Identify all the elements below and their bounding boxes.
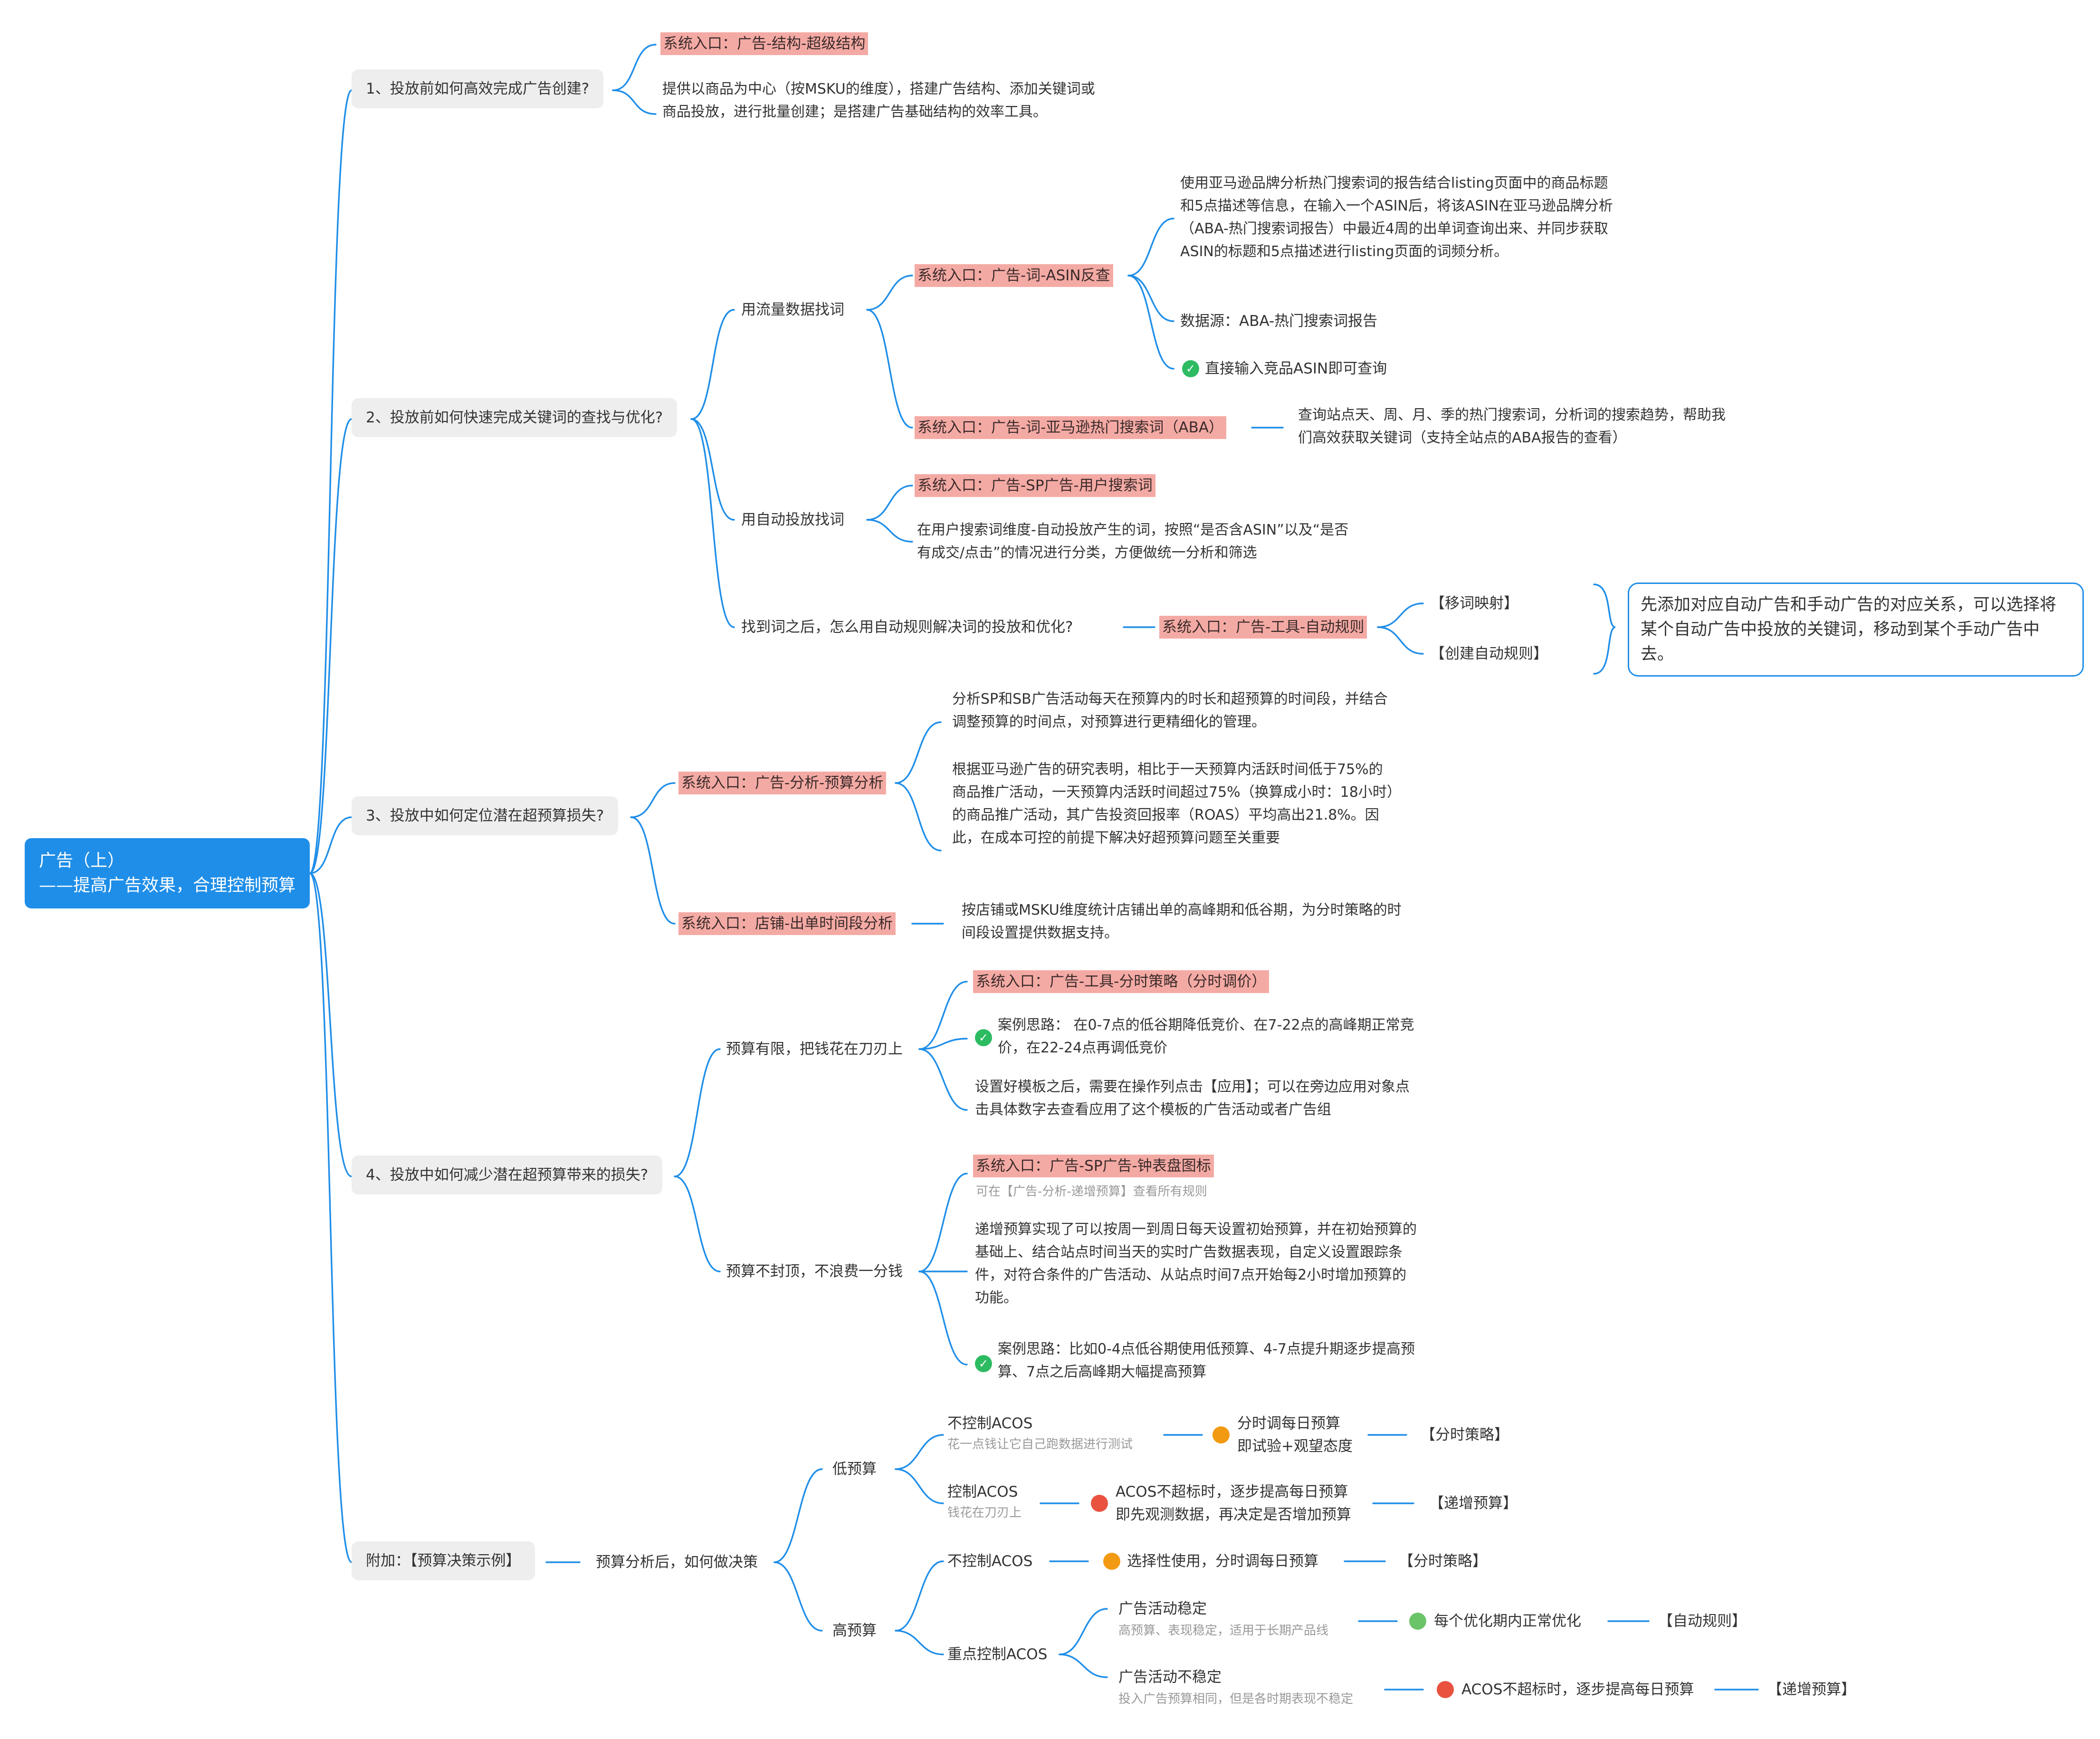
desc-budget-analysis-1: 分析SP和SB广告活动每天在预算内的时长和超预算的时间段，并结合调整预算的时间点… bbox=[952, 691, 1388, 730]
topic-unlimited-budget[interactable]: 预算不封顶，不浪费一分钱 bbox=[726, 1263, 903, 1280]
low-acos-action-2: 即先观测数据，再决定是否增加预算 bbox=[1116, 1506, 1351, 1523]
low-no-acos-note: 花一点钱让它自己跑数据进行测试 bbox=[947, 1437, 1133, 1452]
desc-search-terms: 在用户搜索词维度-自动投放产生的词，按照“是否含ASIN”以及“是否有成交/点击… bbox=[917, 522, 1349, 561]
entry-search-terms[interactable]: 系统入口：广告-SP广告-用户搜索词 bbox=[915, 474, 1155, 497]
low-acos-note: 钱花在刀刃上 bbox=[947, 1506, 1022, 1520]
low-acos-control[interactable]: 控制ACOS bbox=[947, 1483, 1018, 1500]
campaign-stable[interactable]: 广告活动稳定 bbox=[1118, 1600, 1207, 1617]
topic-over-budget[interactable]: 3、投放中如何定位潜在超预算损失? bbox=[352, 796, 619, 835]
data-source-aba: 数据源：ABA-热门搜索词报告 bbox=[1180, 313, 1378, 330]
root-topic[interactable]: 广告（上） ——提高广告效果，合理控制预算 bbox=[25, 838, 310, 908]
tag-time-strategy-2[interactable]: 【分时策略】 bbox=[1399, 1553, 1487, 1570]
orange-dot-icon bbox=[1212, 1426, 1230, 1443]
tag-incremental-budget[interactable]: 【递增预算】 bbox=[1429, 1495, 1518, 1512]
entry-budget-analysis[interactable]: 系统入口：广告-分析-预算分析 bbox=[678, 772, 887, 794]
note-incremental-rules: 可在【广告-分析-递增预算】查看所有规则 bbox=[976, 1185, 1207, 1199]
entry-clock-icon[interactable]: 系统入口：广告-SP广告-钟表盘图标 bbox=[973, 1155, 1214, 1177]
desc-incremental-budget: 递增预算实现了可以按周一到周日每天设置初始预算，并在初始预算的基础上、结合站点时… bbox=[975, 1221, 1417, 1306]
desc-budget-analysis-2: 根据亚马逊广告的研究表明，相比于一天预算内活跃时间低于75%的商品推广活动，一天… bbox=[952, 761, 1394, 846]
desc-order-time: 按店铺或MSKU维度统计店铺出单的高峰期和低谷期，为分时策略的时间段设置提供数据… bbox=[962, 902, 1402, 941]
red-dot-icon bbox=[1437, 1681, 1454, 1698]
campaign-unstable[interactable]: 广告活动不稳定 bbox=[1118, 1669, 1222, 1686]
entry-aba-keywords[interactable]: 系统入口：广告-词-亚马逊热门搜索词（ABA） bbox=[915, 416, 1227, 439]
low-no-acos-action-2: 即试验+观望态度 bbox=[1237, 1438, 1353, 1455]
rule-create-auto[interactable]: 【创建自动规则】 bbox=[1430, 645, 1548, 662]
case-incremental-budget: 案例思路：比如0-4点低谷期使用低预算、4-7点提升期逐步提高预算、7点之后高峰… bbox=[998, 1341, 1415, 1380]
campaign-stable-note: 高预算、表现稳定，适用于长期产品线 bbox=[1118, 1624, 1329, 1638]
desc-asin-reverse: 使用亚马逊品牌分析热门搜索词的报告结合listing页面中的商品标题和5点描述等… bbox=[1180, 175, 1613, 260]
high-no-acos-control[interactable]: 不控制ACOS bbox=[947, 1553, 1033, 1570]
topic-low-budget[interactable]: 低预算 bbox=[832, 1461, 877, 1478]
callout-move-keywords: 先添加对应自动广告和手动广告的对应关系，可以选择将某个自动广告中投放的关键词，移… bbox=[1628, 583, 2084, 677]
orange-dot-icon bbox=[1103, 1553, 1120, 1570]
low-no-acos-action-1: 分时调每日预算 bbox=[1237, 1415, 1340, 1432]
desc-aba-keywords: 查询站点天、周、月、季的热门搜索词，分析词的搜索趋势，帮助我们高效获取关键词（支… bbox=[1298, 407, 1726, 446]
entry-super-structure[interactable]: 系统入口：广告-结构-超级结构 bbox=[660, 32, 869, 55]
tag-time-strategy[interactable]: 【分时策略】 bbox=[1421, 1426, 1509, 1443]
campaign-unstable-note: 投入广告预算相同，但是各时期表现不稳定 bbox=[1118, 1692, 1354, 1706]
green-dot-icon bbox=[1409, 1613, 1426, 1630]
root-subtitle: ——提高广告效果，合理控制预算 bbox=[39, 876, 296, 895]
high-no-acos-action: 选择性使用，分时调每日预算 bbox=[1127, 1553, 1318, 1570]
check-icon: ✓ bbox=[975, 1029, 992, 1046]
topic-reduce-loss[interactable]: 4、投放中如何减少潜在超预算带来的损失? bbox=[352, 1156, 663, 1194]
low-no-acos-control[interactable]: 不控制ACOS bbox=[947, 1415, 1033, 1432]
entry-time-strategy[interactable]: 系统入口：广告-工具-分时策略（分时调价） bbox=[973, 970, 1270, 993]
topic-budget-decision[interactable]: 附加：【预算决策示例】 bbox=[352, 1541, 535, 1580]
desc-time-strategy: 设置好模板之后，需要在操作列点击【应用】；可以在旁边应用对象点击具体数字去查看应… bbox=[975, 1079, 1410, 1118]
desc-super-structure: 提供以商品为中心（按MSKU的维度），搭建广告结构、添加关键词或商品投放，进行批… bbox=[662, 81, 1095, 120]
topic-traffic-keywords[interactable]: 用流量数据找词 bbox=[741, 301, 844, 318]
entry-order-time[interactable]: 系统入口：店铺-出单时间段分析 bbox=[678, 912, 896, 935]
topic-ad-creation[interactable]: 1、投放前如何高效完成广告创建? bbox=[352, 69, 604, 108]
tag-auto-rules[interactable]: 【自动规则】 bbox=[1658, 1613, 1747, 1630]
red-dot-icon bbox=[1091, 1495, 1108, 1512]
case-time-strategy: 案例思路： 在0-7点的低谷期降低竞价、在7-22点的高峰期正常竞价，在22-2… bbox=[998, 1017, 1414, 1056]
check-icon: ✓ bbox=[1182, 360, 1199, 377]
entry-asin-reverse[interactable]: 系统入口：广告-词-ASIN反查 bbox=[915, 264, 1113, 287]
topic-auto-keywords[interactable]: 用自动投放找词 bbox=[741, 511, 844, 528]
topic-decision-after-analysis[interactable]: 预算分析后，如何做决策 bbox=[596, 1554, 758, 1571]
topic-high-budget[interactable]: 高预算 bbox=[832, 1622, 877, 1639]
root-title: 广告（上） bbox=[39, 851, 125, 870]
low-acos-action-1: ACOS不超标时，逐步提高每日预算 bbox=[1116, 1483, 1348, 1500]
topic-keyword-search[interactable]: 2、投放前如何快速完成关键词的查找与优化? bbox=[352, 398, 678, 437]
campaign-stable-action: 每个优化期内正常优化 bbox=[1434, 1613, 1581, 1630]
topic-auto-rules[interactable]: 找到词之后，怎么用自动规则解决词的投放和优化? bbox=[741, 619, 1073, 636]
check-icon: ✓ bbox=[975, 1355, 992, 1372]
entry-auto-rules[interactable]: 系统入口：广告-工具-自动规则 bbox=[1159, 616, 1367, 639]
high-focus-acos[interactable]: 重点控制ACOS bbox=[947, 1646, 1048, 1663]
tip-competitor-asin: 直接输入竞品ASIN即可查询 bbox=[1205, 360, 1387, 377]
rule-move-keywords[interactable]: 【移词映射】 bbox=[1430, 595, 1518, 612]
tag-incremental-budget-2[interactable]: 【递增预算】 bbox=[1767, 1681, 1856, 1698]
topic-limited-budget[interactable]: 预算有限，把钱花在刀刃上 bbox=[726, 1041, 903, 1058]
campaign-unstable-action: ACOS不超标时，逐步提高每日预算 bbox=[1461, 1681, 1694, 1698]
